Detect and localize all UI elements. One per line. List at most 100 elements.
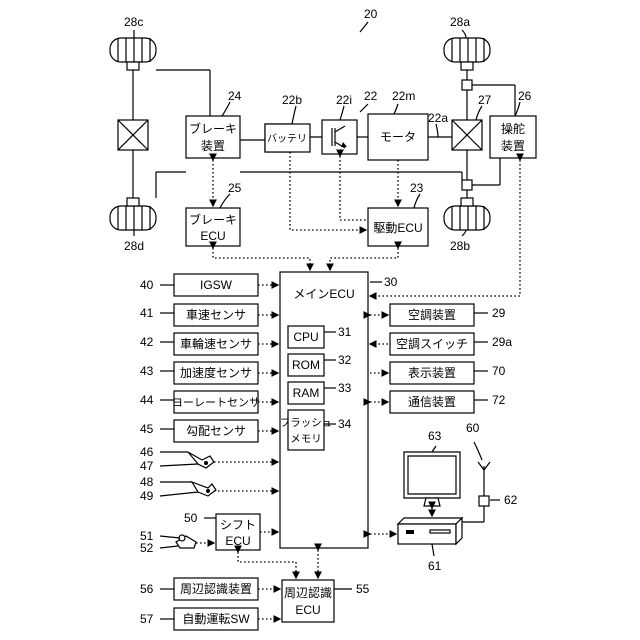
ref-pedal47: 47: [140, 459, 154, 473]
monitor-icon: [404, 452, 460, 506]
ref-monitor: 63: [428, 429, 442, 443]
ref-wheel-rr: 28b: [450, 239, 470, 253]
wheel-rear-left: [110, 198, 156, 230]
battery-box: バッテリ: [265, 124, 310, 152]
ref-wheel-rl: 28d: [124, 239, 144, 253]
brake-pedal-icon: [192, 482, 216, 496]
brake-ecu-box: ブレーキ ECU: [186, 208, 240, 246]
main-ecu-label: メインECU: [293, 287, 354, 301]
ref-aircon: 29: [492, 306, 506, 320]
ref-ram: 33: [338, 381, 352, 395]
auto-drive-switch-box: 自動運転SW: [174, 608, 258, 630]
main-ecu-box: メインECU CPU ROM RAM フラッシュ メモリ: [280, 272, 368, 548]
brake-actuator-fr: [462, 80, 472, 90]
ref-brake-ecu: 25: [228, 181, 242, 195]
aircon-switch-box: 空調スイッチ: [390, 333, 474, 355]
aircon-switch-label: 空調スイッチ: [396, 337, 468, 351]
ref-steering: 26: [518, 89, 532, 103]
aircon-label: 空調装置: [408, 308, 456, 322]
wheel-rear-right: [444, 198, 490, 230]
left-differential: [118, 120, 148, 150]
ref-periph-dev: 56: [140, 582, 154, 596]
flash-label-2: メモリ: [290, 433, 322, 445]
ref-axle: 22a: [428, 111, 448, 125]
shift-ecu-box: シフト ECU: [216, 514, 260, 550]
slope-sensor-label: 勾配センサ: [186, 424, 246, 438]
steering-label-2: 装置: [501, 139, 525, 153]
wheel-front-left: [110, 38, 156, 70]
ref-speed: 41: [140, 306, 154, 320]
ref-rom: 32: [338, 353, 352, 367]
ref-comm: 72: [492, 393, 506, 407]
speed-sensor-box: 車速センサ: [174, 304, 258, 326]
ref-battery: 22b: [282, 93, 302, 107]
ref-pedal49: 49: [140, 489, 154, 503]
ref-wheel-speed: 42: [140, 335, 154, 349]
ref-cpu: 31: [338, 325, 352, 339]
ref-flash: 34: [338, 417, 352, 431]
yaw-sensor-box: ヨーレートセンサ: [172, 391, 260, 413]
motor-box: モータ: [368, 114, 428, 160]
accel-sensor-box: 加速度センサ: [174, 362, 258, 384]
steering-box: 操舵 装置: [490, 116, 536, 158]
brake-ecu-label-1: ブレーキ: [189, 212, 237, 227]
ref-igsw: 40: [140, 278, 154, 292]
accelerator-pedal-icon: [188, 452, 214, 468]
comm-label: 通信装置: [408, 395, 456, 409]
nav-unit-icon: [398, 518, 462, 544]
wheel-speed-sensor-label: 車輪速センサ: [180, 336, 252, 351]
drive-ecu-box: 駆動ECU: [368, 208, 428, 246]
shift-ecu-label-2: ECU: [225, 534, 250, 548]
periph-ecu-label-1: 周辺認識: [284, 585, 332, 600]
steering-label-1: 操舵: [501, 121, 525, 136]
ref-power: 22: [364, 89, 378, 103]
drive-ecu-label: 駆動ECU: [373, 221, 422, 235]
ref-diff: 27: [478, 93, 492, 107]
accel-sensor-label: 加速度センサ: [180, 365, 252, 380]
slope-sensor-box: 勾配センサ: [174, 420, 258, 442]
brake-device-box: ブレーキ 装置: [186, 116, 240, 158]
ref-shift52: 52: [140, 541, 154, 555]
ref-motor: 22m: [392, 89, 415, 103]
ref-drive-ecu: 23: [410, 181, 424, 195]
display-label: 表示装置: [408, 366, 456, 380]
cpu-label: CPU: [293, 330, 318, 344]
brake-ecu-label-2: ECU: [200, 229, 225, 243]
right-differential: [452, 120, 482, 150]
flash-label-1: フラッシュ: [280, 417, 333, 429]
shift-lever-icon: [176, 535, 196, 548]
antenna-icon: [478, 462, 490, 506]
ref-shift-ecu: 50: [184, 511, 198, 525]
brake-device-label-2: 装置: [201, 139, 225, 153]
ref-wheel-fr: 28a: [450, 15, 470, 29]
ref-periph-ecu: 55: [356, 582, 370, 596]
shift-ecu-label-1: シフト: [220, 518, 256, 532]
ref-display: 70: [492, 364, 506, 378]
brake-actuator-rr: [462, 180, 472, 190]
comm-box: 通信装置: [390, 391, 474, 413]
display-box: 表示装置: [390, 362, 474, 384]
periph-ecu-label-2: ECU: [295, 603, 320, 617]
ref-main-ecu: 30: [384, 275, 398, 289]
yaw-sensor-label: ヨーレートセンサ: [172, 396, 260, 409]
periph-ecu-box: 周辺認識 ECU: [282, 580, 334, 622]
brake-device-label-1: ブレーキ: [189, 121, 237, 136]
motor-label: モータ: [380, 130, 416, 144]
battery-label: バッテリ: [267, 133, 307, 145]
ref-aircon-sw: 29a: [492, 335, 512, 349]
rom-label: ROM: [292, 358, 320, 372]
ref-inverter: 22i: [336, 93, 352, 107]
ref-nav-unit: 61: [428, 559, 442, 573]
ref-brake-device: 24: [228, 89, 242, 103]
igsw-box: IGSW: [174, 274, 258, 296]
ram-label: RAM: [293, 386, 320, 400]
aircon-box: 空調装置: [390, 304, 474, 326]
ref-pedal46: 46: [140, 445, 154, 459]
ref-wheel-fl: 28c: [124, 15, 143, 29]
periph-device-box: 周辺認識装置: [174, 578, 258, 600]
wheel-speed-sensor-box: 車輪速センサ: [174, 333, 258, 355]
speed-sensor-label: 車速センサ: [186, 308, 246, 322]
ref-slope: 45: [140, 422, 154, 436]
ref-antenna: 62: [504, 493, 518, 507]
